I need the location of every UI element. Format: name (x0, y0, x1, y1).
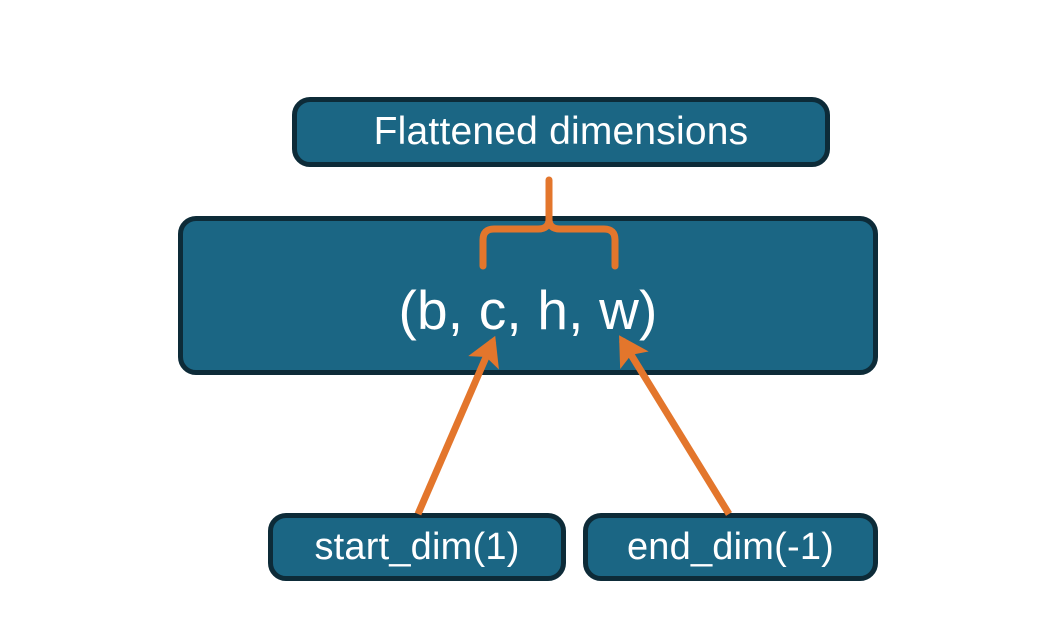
node-start-dim: start_dim(1) (268, 513, 566, 581)
node-tensor-shape-label: (b, c, h, w) (398, 278, 658, 341)
node-flattened-dimensions-label: Flattened dimensions (373, 110, 749, 153)
node-start-dim-label: start_dim(1) (314, 525, 520, 568)
node-flattened-dimensions: Flattened dimensions (292, 97, 830, 167)
node-tensor-shape: (b, c, h, w) (178, 216, 878, 375)
node-end-dim-label: end_dim(-1) (626, 525, 835, 568)
node-end-dim: end_dim(-1) (583, 513, 878, 581)
